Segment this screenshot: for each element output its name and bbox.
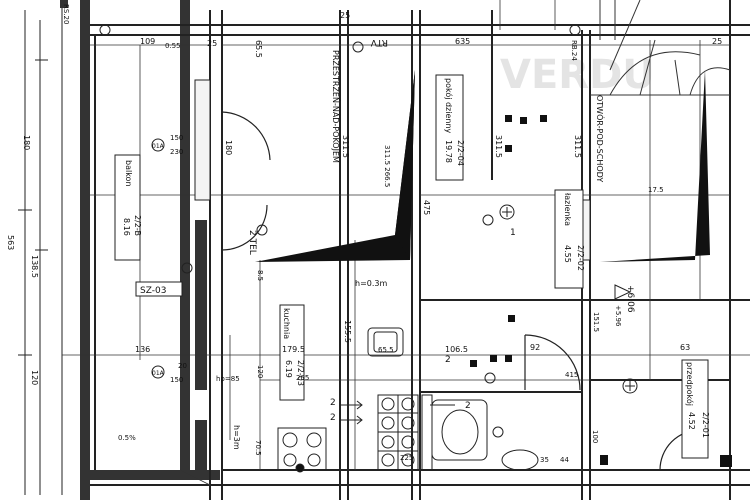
dim-1555: 155.5 (343, 320, 352, 343)
dim-25b: 25 (712, 37, 722, 46)
room-area-pokoj-dzienny: 19.78 (444, 140, 453, 163)
room-name-kuchnia: kuchnia (282, 308, 291, 339)
dim-25c: 25 (340, 11, 350, 20)
label-h03: h=0.3m (355, 279, 387, 288)
dim-176: 17.5 (648, 186, 664, 194)
dim-205: 205 (296, 374, 309, 382)
dim-055: 0.55 (165, 42, 181, 50)
dim-655b: 65.5 (378, 346, 394, 354)
room-area-balkon: 8.16 (122, 218, 131, 236)
dim-44: 44 (560, 456, 569, 464)
grid-mark-2: 01A (152, 370, 165, 377)
dim-180a: 180 (22, 135, 31, 150)
dim-92: 92 (530, 343, 540, 352)
dim-150: 150 (170, 134, 183, 142)
room-name-lazienka: łazienka (563, 193, 572, 226)
dim-rs20: RS.20 (62, 4, 70, 24)
misc-marks: 2 2 2 2 1 (330, 228, 516, 423)
dim-1795: 179.5 (282, 345, 305, 354)
dim-3115b: 311.5 (494, 135, 503, 158)
svg-text:1: 1 (510, 228, 516, 238)
label-hp: hp=85 (216, 375, 240, 383)
room-code-kuchnia: 2/2-03 (296, 360, 305, 386)
dim-150b: 150 (170, 376, 183, 384)
dim-20: 20 (178, 362, 187, 370)
room-name-przedpokoj: przedpokój (685, 362, 695, 406)
dim-109: 109 (140, 37, 155, 46)
dim-415: 415 (565, 371, 578, 379)
section-shading (255, 70, 710, 262)
svg-text:2: 2 (330, 398, 336, 408)
dim-230: 230 (170, 148, 183, 156)
bathroom-fixtures (367, 327, 539, 471)
dim-136: 136 (135, 345, 150, 354)
electrical-symbols (99, 24, 638, 438)
dim-25a: 25 (207, 39, 217, 48)
dim-85: 8.5 (256, 270, 264, 281)
room-name-pokoj-dzienny: pokój dzienny (444, 78, 454, 134)
svg-text:2: 2 (330, 413, 336, 423)
label-tel: 2 TEL (247, 230, 257, 255)
stair-lines (590, 0, 731, 96)
room-area-przedpokoj: 4.52 (687, 412, 696, 430)
dim-120b: 120 (256, 365, 264, 378)
svg-text:2: 2 (465, 401, 471, 411)
dim-225: 225 (400, 454, 413, 462)
dim-1385: 138.5 (30, 255, 39, 278)
dim-1515: 151.5 (592, 312, 600, 332)
label-sz: SZ-03 (140, 286, 166, 296)
kitchen-tiles (377, 394, 433, 471)
dim-3115c: 311.5 (573, 135, 582, 158)
room-area-lazienka: 4.55 (563, 245, 572, 263)
dim-655: 65.5 (254, 40, 263, 58)
dim-705: 70.5 (254, 440, 262, 456)
windows (194, 79, 591, 261)
grid-mark-1: 01A (152, 143, 165, 150)
left-dimension-lines (18, 0, 63, 495)
stove (277, 427, 327, 473)
dim-rb24: RB.24 (570, 40, 578, 61)
dimension-labels: 109 0.55 25 65.5 635 25 25 180 180 150 2… (6, 4, 722, 464)
room-code-balkon: 2/2-B (133, 215, 142, 236)
room-name-balkon: balkon (124, 160, 133, 187)
dim-05: 0.5% (118, 434, 136, 442)
label-rtv: RTV (370, 37, 388, 47)
watermark: VERDU (500, 52, 655, 98)
dim-3115d: 311.5 266.5 (383, 145, 391, 187)
level-mark-2: +5.96 (614, 305, 622, 327)
dim-100: 100 (591, 430, 599, 443)
label-przestrzen: PRZESTRZEŃ-NAD-POKOJEM (331, 50, 342, 163)
dim-3115a: 311.5 (341, 135, 350, 158)
room-code-lazienka: 2/2-02 (576, 245, 585, 271)
label-h3: h=3m (232, 425, 241, 450)
room-area-kuchnia: 6.19 (284, 360, 293, 378)
dim-563: 563 (6, 235, 15, 250)
dim-35: 35 (540, 456, 549, 464)
dimension-lines (62, 0, 750, 486)
room-code-przedpokoj: 2/2-01 (701, 412, 710, 438)
exterior-walls (60, 0, 220, 500)
label-otwor: OTWÓR-POD-SCHODY (595, 95, 606, 182)
room-label-boxes (114, 74, 709, 459)
dim-180b: 180 (224, 140, 233, 155)
svg-text:2: 2 (445, 355, 451, 365)
dim-1065: 106.5 (445, 345, 468, 354)
dim-475: 475 (422, 200, 431, 215)
dim-120a: 120 (30, 370, 39, 385)
arrows (340, 400, 455, 425)
room-code-pokoj-dzienny: 2/2-04 (456, 140, 465, 166)
dim-635: 635 (455, 37, 470, 46)
dim-63: 63 (680, 343, 690, 352)
level-mark-1: +6.06 (625, 285, 635, 313)
